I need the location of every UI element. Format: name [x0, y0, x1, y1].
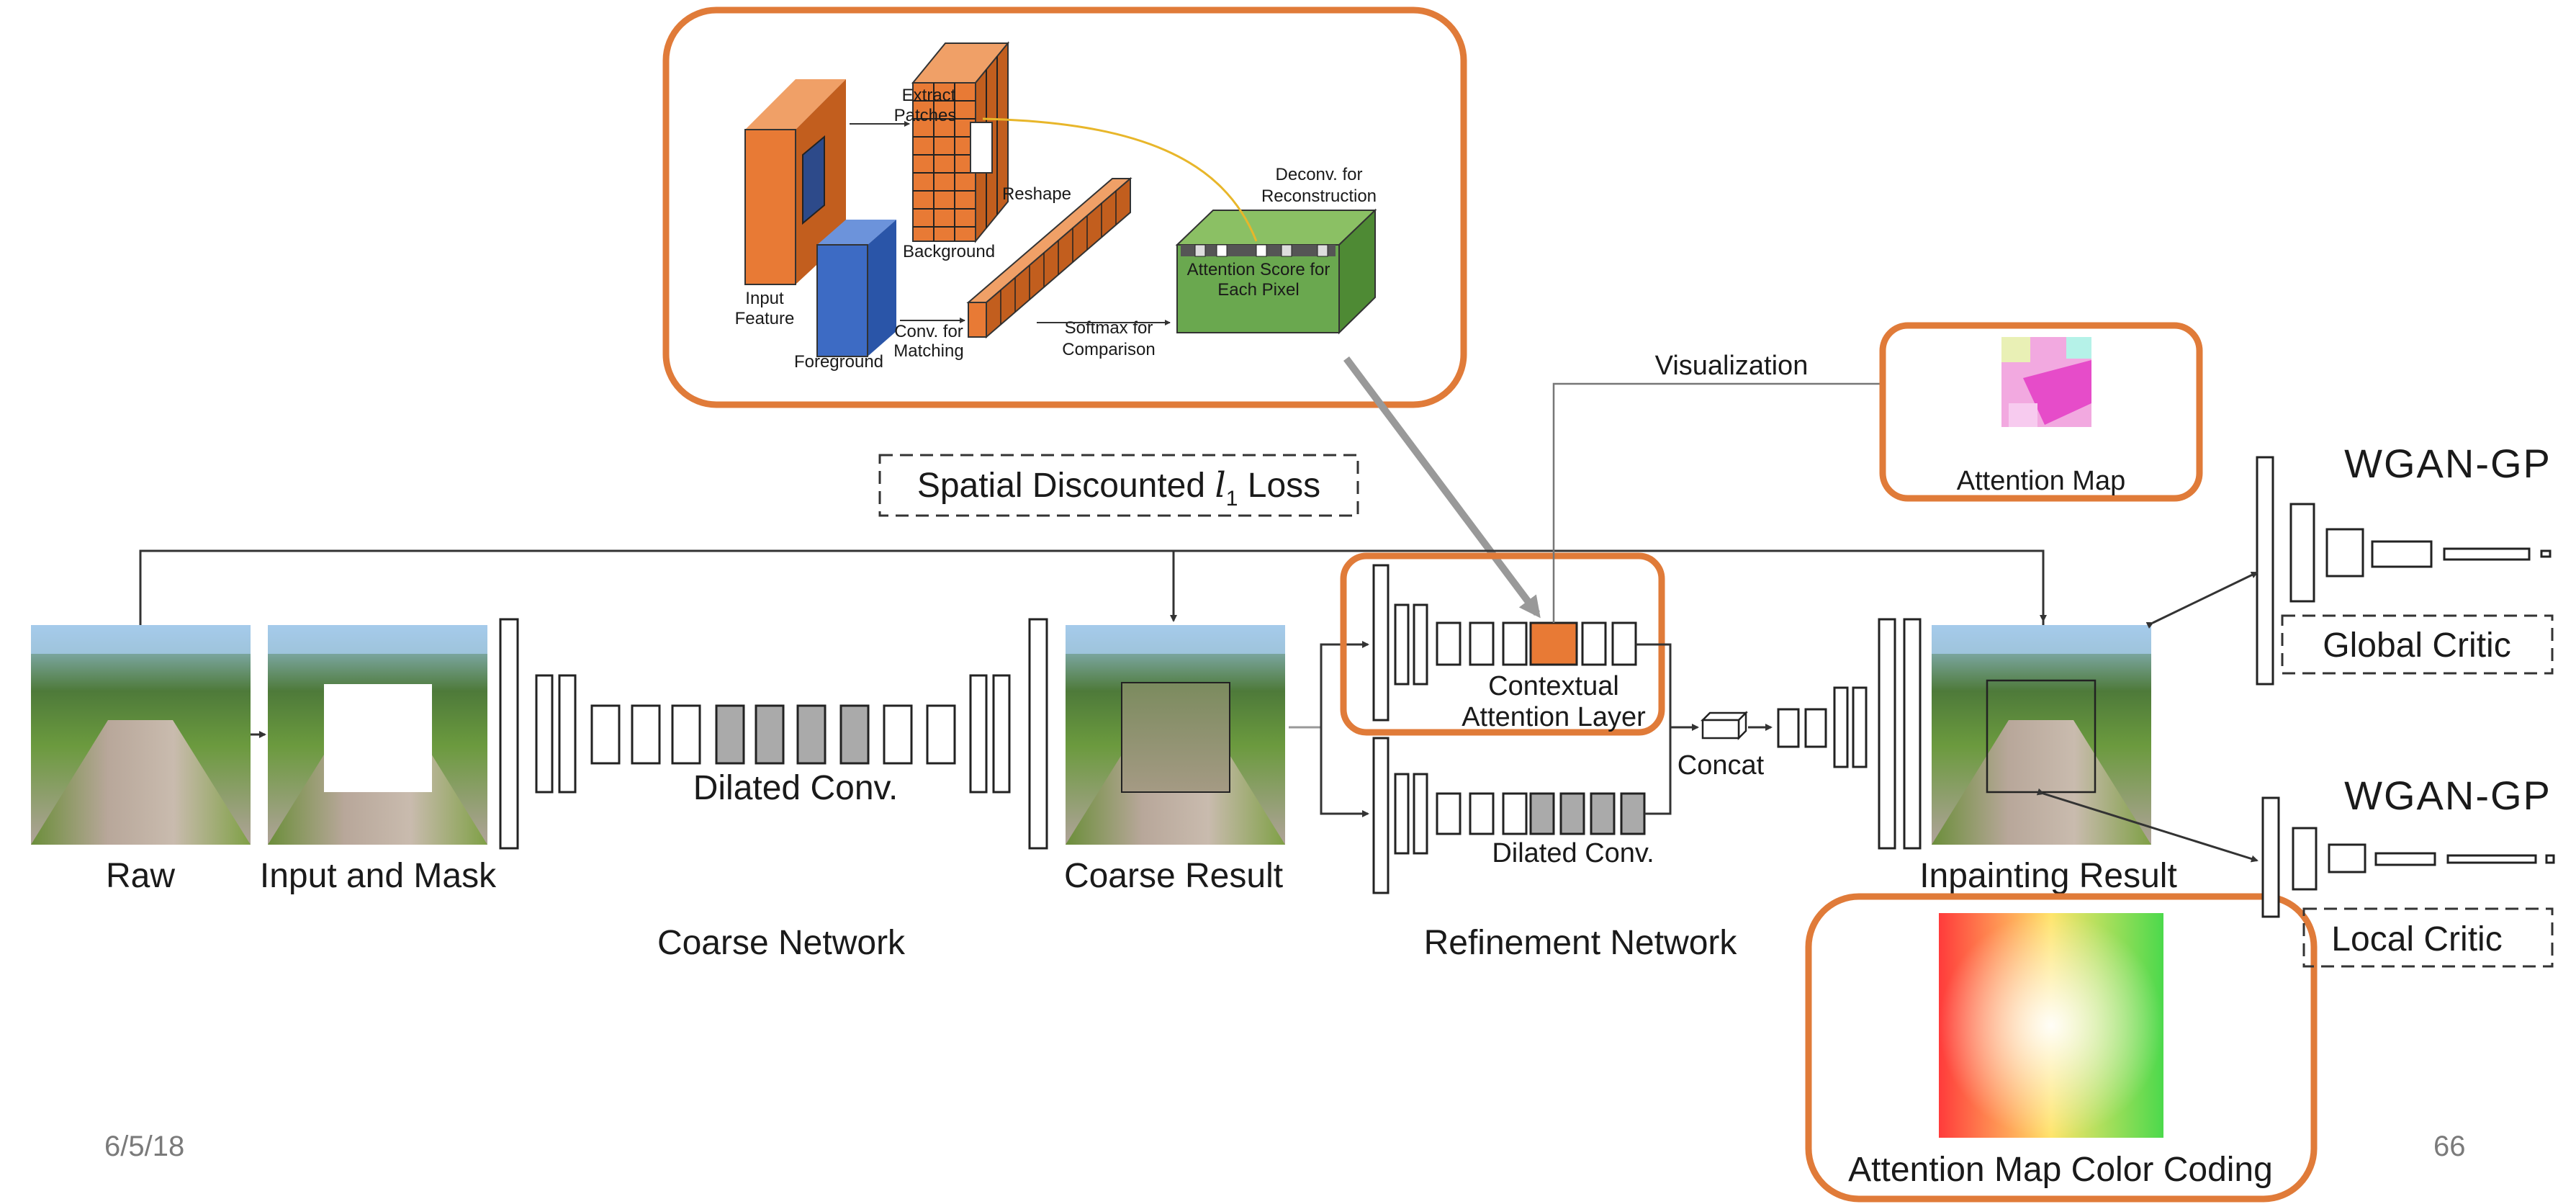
inset-conv-matching-1: Conv. for: [894, 322, 963, 341]
inset-deconv-1: Deconv. for: [1276, 165, 1363, 184]
inset-input-feature-2: Feature: [735, 309, 795, 328]
inset-extract-2: Patches: [894, 106, 957, 125]
attention-branch-layers: [1372, 564, 1637, 722]
inset-input-feature-1: Input: [745, 289, 784, 308]
raw-label: Raw: [106, 857, 175, 895]
contextual-attention-inset: Input Feature Foreground: [662, 6, 1467, 408]
visualization-arrow: [1552, 380, 1960, 623]
coarse-result-label: Coarse Result: [1064, 857, 1283, 895]
refinement-network-label: Refinement Network: [1424, 924, 1738, 962]
local-critic-box: [2302, 907, 2554, 968]
spatial-loss-label: Spatial Discounted l1 Loss: [917, 465, 1320, 511]
local-critic-arrow: [2036, 788, 2258, 863]
refine-dilated-label: Dilated Conv.: [1492, 838, 1654, 868]
inset-foreground: Foreground: [794, 352, 883, 372]
dilated-to-concat: [1644, 727, 1672, 815]
inset-softmax-2: Comparison: [1062, 340, 1155, 359]
global-critic-arrow: [2145, 571, 2258, 629]
decoder-layers: [1777, 618, 1922, 850]
inset-extract-1: Extract: [902, 86, 956, 105]
coarse-result-image: [1066, 625, 1285, 845]
inset-reshape: Reshape: [1002, 184, 1071, 204]
skip-line: [139, 549, 2045, 625]
inpainting-result-image: [1932, 625, 2151, 845]
patch-link-curve: [982, 117, 1258, 242]
local-critic-layers: [2261, 796, 2555, 918]
inset-attn-score-1: Attention Score for: [1187, 260, 1330, 279]
refinement-network: Contextual Attention Layer Visualization…: [1289, 351, 2177, 962]
to-dilated-branch: [1320, 727, 1369, 817]
global-critic-label: Global Critic: [2323, 626, 2510, 665]
global-critic-layers: [2256, 456, 2552, 686]
inpainting-result-label: Inpainting Result: [1919, 857, 2177, 895]
background-block: [911, 41, 1010, 243]
footer-page-number: 66: [2433, 1131, 2466, 1162]
inset-attn-score-2: Each Pixel: [1217, 280, 1299, 300]
reshaped-block: [966, 176, 1132, 339]
inset-background: Background: [903, 242, 995, 261]
attention-map-panel: Attention Map: [1879, 322, 2203, 502]
spatial-loss-prefix: Spatial Discounted: [917, 467, 1215, 505]
foreground-block: [816, 220, 896, 357]
coarse-network-label: Coarse Network: [657, 924, 906, 962]
spatial-loss-sub: 1: [1226, 487, 1238, 511]
color-coding-wheel: [1939, 913, 2163, 1138]
spatial-loss-suffix: Loss: [1238, 467, 1320, 505]
attention-map-label: Attention Map: [1957, 466, 2125, 496]
global-critic: WGAN-GP Global Critic: [2145, 441, 2554, 686]
wgan-global-label: WGAN-GP: [2344, 441, 2552, 486]
attention-map-image: [2001, 337, 2091, 427]
inset-conv-matching-2: Matching: [893, 341, 963, 361]
local-critic-label: Local Critic: [2331, 920, 2502, 958]
attention-score-block: [1175, 208, 1377, 335]
contextual-label-2: Attention Layer: [1462, 702, 1646, 732]
coarse-network: Raw Input and Mask Di: [31, 454, 2047, 962]
dilated-branch-layers: [1372, 737, 1646, 894]
spatial-loss-box: [878, 454, 1359, 517]
input-mask-image: [268, 625, 487, 845]
footer-date: 6/5/18: [104, 1131, 184, 1162]
raw-image: [31, 625, 251, 845]
wgan-local-label: WGAN-GP: [2344, 773, 2552, 818]
coarse-dilated-label: Dilated Conv.: [693, 769, 899, 807]
color-coding-label: Attention Map Color Coding: [1848, 1151, 2273, 1189]
visualization-label: Visualization: [1655, 351, 1809, 381]
contextual-label-1: Contextual: [1488, 671, 1619, 701]
concat-block: [1700, 710, 1749, 741]
to-attention-branch: [1320, 641, 1369, 727]
local-critic: WGAN-GP Local Critic: [2036, 773, 2555, 968]
spatial-loss-l: l: [1215, 465, 1225, 506]
color-coding-panel: Attention Map Color Coding: [1805, 893, 2318, 1203]
input-mask-label: Input and Mask: [260, 857, 497, 895]
inset-softmax-1: Softmax for: [1065, 318, 1153, 338]
coarse-layers: [499, 618, 1048, 850]
global-critic-box: [2281, 614, 2554, 675]
inset-deconv-2: Reconstruction: [1261, 187, 1377, 206]
concat-label: Concat: [1677, 750, 1765, 781]
inset-pointer-arrow: [1343, 356, 1541, 619]
